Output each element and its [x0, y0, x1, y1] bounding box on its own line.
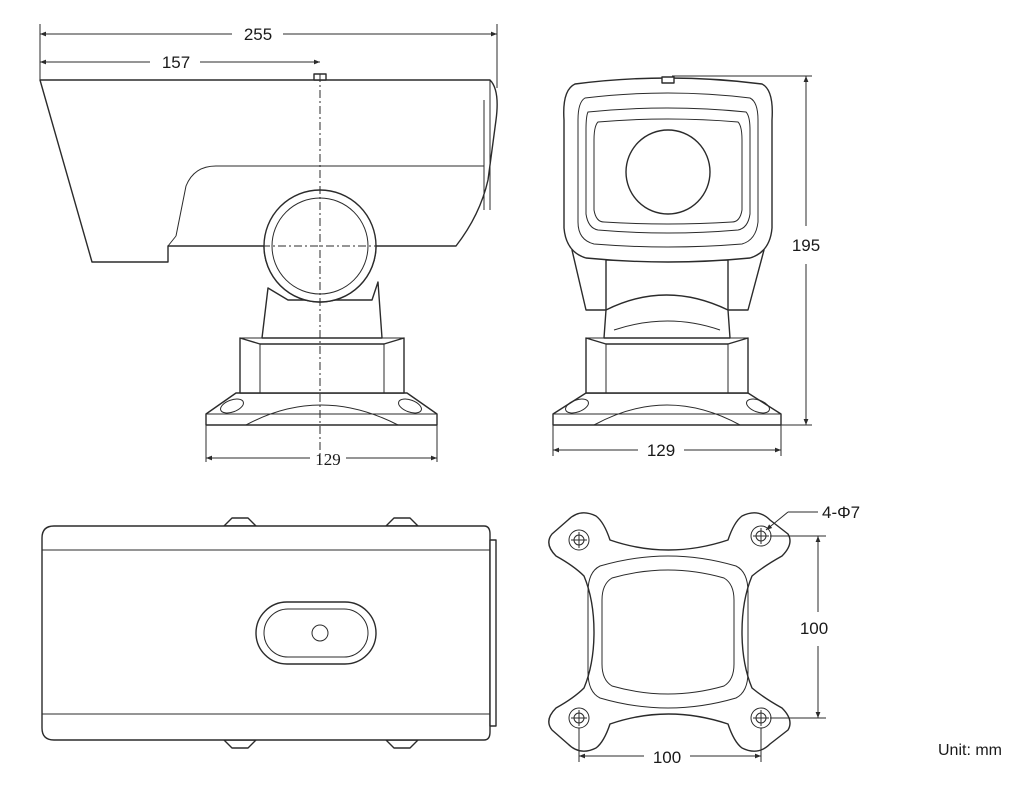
dim-mounting-holes: 4-Φ7 [765, 503, 860, 531]
front-base-block [585, 337, 749, 394]
unit-label: Unit: mm [938, 742, 1002, 759]
side-view [39, 73, 498, 462]
side-arm [261, 281, 383, 339]
side-base-width-label: 129 [315, 450, 341, 469]
side-base-block [239, 337, 405, 394]
top-slot-hole [311, 624, 329, 642]
dim-overall-length: 255 [39, 24, 498, 88]
base-plate-view [548, 512, 791, 752]
pivot-offset-label: 157 [162, 53, 190, 72]
front-base-width-label: 129 [647, 441, 675, 460]
mounting-holes-label: 4-Φ7 [822, 503, 860, 522]
front-glass-window [593, 118, 743, 225]
top-view [41, 517, 497, 749]
hole-spacing-horizontal-label: 100 [653, 748, 681, 767]
top-slot [255, 601, 377, 665]
front-base-foot [552, 392, 782, 426]
front-housing-inner [577, 92, 759, 248]
dim-hole-spacing-horizontal: 100 [578, 728, 762, 767]
dim-hole-spacing-vertical: 100 [770, 535, 828, 719]
side-housing [39, 79, 498, 263]
mounting-hole [750, 707, 772, 729]
lens [625, 129, 711, 215]
front-view [552, 76, 782, 426]
overall-length-label: 255 [244, 25, 272, 44]
dim-pivot-offset: 157 [40, 53, 320, 72]
hole-spacing-vertical-label: 100 [800, 619, 828, 638]
front-neck [603, 294, 731, 339]
dim-side-base-width: 129 [205, 425, 438, 469]
base-plate-opening [587, 555, 749, 709]
overall-height-label: 195 [792, 236, 820, 255]
dim-overall-height: 195 [672, 75, 820, 426]
mounting-hole [568, 707, 590, 729]
dim-front-base-width: 129 [552, 425, 782, 460]
mounting-hole [568, 529, 590, 551]
base-plate-outline [548, 512, 791, 752]
